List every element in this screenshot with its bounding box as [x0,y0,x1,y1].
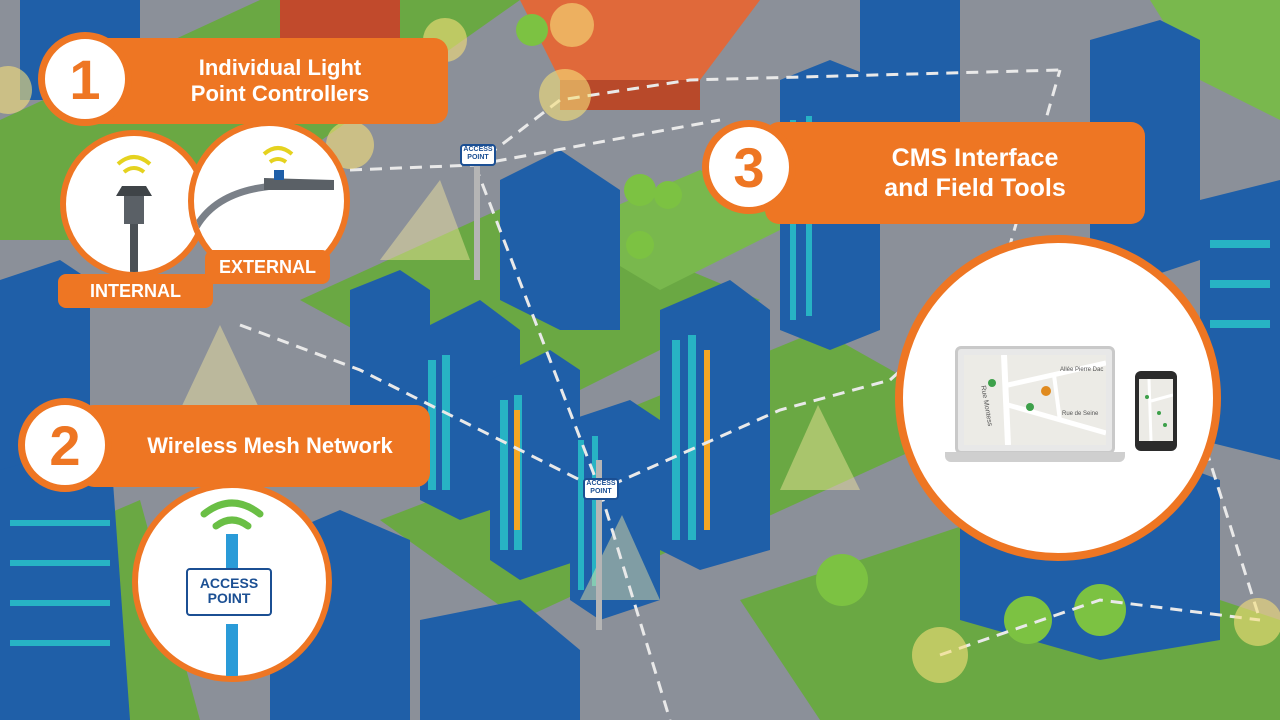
sign-line2: POINT [207,590,251,607]
step2-callout: Wireless Mesh Network [80,405,430,487]
map-street-2: Allée Pierre Dac [1060,367,1104,373]
internal-lamp-icon [116,155,152,272]
map-screen: Rue Montess Allée Pierre Dac Rue de Sein… [964,355,1106,445]
step3-title-line2: and Field Tools [884,174,1066,202]
sign-line1: ACCESS [199,575,259,591]
laptop: Rue Montess Allée Pierre Dac Rue de Sein… [955,346,1115,454]
phone-map-icon [1145,378,1174,442]
city-sign-line2: POINT [590,487,612,495]
internal-tag: INTERNAL [58,274,213,308]
phone-map-screen [1139,378,1174,442]
external-tag: EXTERNAL [205,250,330,284]
laptop-base [945,452,1125,462]
access-point-sign: ACCESS POINT [186,568,272,616]
step1-number-badge: 1 [38,32,132,126]
city-access-point-sign-2: ACCESS POINT [583,478,619,500]
step3-number-badge: 3 [702,120,796,214]
city-sign-line1: ACCESS [586,480,616,487]
step1-title-line1: Individual Light [198,54,362,80]
step3-callout: CMS Interface and Field Tools [765,122,1145,224]
phone [1135,371,1177,451]
wifi-icon [200,499,264,676]
city-sign-line2: POINT [467,153,489,161]
external-lamp-icon [194,146,334,233]
step3-title-line1: CMS Interface [891,144,1059,172]
cms-tools-disc: Rue Montess Allée Pierre Dac Rue de Sein… [895,235,1221,561]
map-street-3: Rue de Seine [1062,411,1099,417]
step2-title: Wireless Mesh Network [147,432,393,458]
step1-title-line2: Point Controllers [190,81,370,106]
map-icon [988,355,1106,445]
city-sign-line1: ACCESS [463,146,493,153]
step2-number-badge: 2 [18,398,112,492]
step1-callout: Individual Light Point Controllers [72,38,448,124]
city-access-point-sign: ACCESS POINT [460,144,496,166]
internal-controller-disc [60,130,208,278]
